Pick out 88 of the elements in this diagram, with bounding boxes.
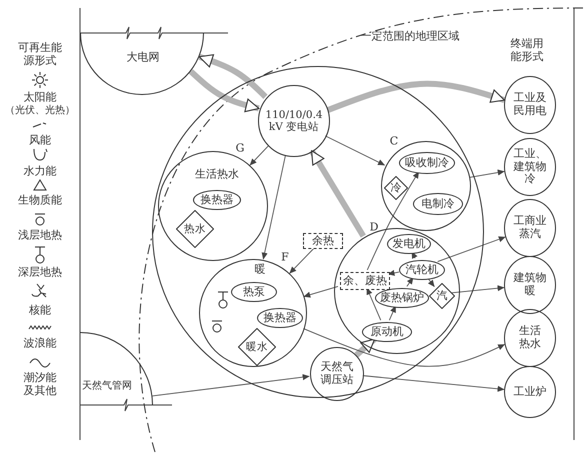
node-label: 发电机 [392, 238, 426, 250]
label-text: （光伏、光热） [5, 105, 75, 117]
electric-chiller-ellipse [413, 193, 463, 215]
label-text: 潮汐能及其他 [22, 370, 58, 398]
node-label: 生活热水 [518, 325, 542, 351]
energy-flow-arrow [354, 336, 377, 358]
node-label: 废热锅炉 [380, 292, 424, 304]
label-text: 波浪能 [24, 336, 56, 350]
end-use-circle [504, 138, 556, 196]
steam-turbine-ellipse [399, 260, 445, 280]
node-label: 工业、建筑物冷 [512, 148, 548, 186]
node-label: 热水 [184, 222, 206, 236]
cooling-diamond [384, 176, 408, 200]
label-text: 深层地热 [18, 265, 62, 279]
node-label: 天然气调压站 [320, 361, 354, 387]
node-label: 冷 [390, 182, 402, 194]
flow-arrow [388, 305, 396, 321]
label-text: 生物质能 [18, 193, 62, 207]
residual-heat-dashed-box [303, 233, 343, 249]
label-text: 终端用能形式 [510, 36, 544, 64]
node-label: 建筑物暖 [512, 272, 548, 298]
flow-arrow [289, 248, 315, 274]
node-label: 生活热水 [195, 168, 239, 182]
node-label: 汽轮机 [406, 264, 438, 276]
heat-exchanger-ellipse [257, 308, 303, 328]
node-label: D [370, 222, 378, 234]
substation-circle [258, 85, 330, 157]
heat-pump-ellipse [231, 282, 277, 302]
end-use-circle [504, 256, 556, 314]
energy-flow-arrow [198, 54, 268, 99]
node-label: 热泵 [243, 286, 265, 298]
node-label: 工商业蒸汽 [512, 215, 548, 241]
node-label: G [236, 142, 244, 156]
generator-ellipse [387, 234, 431, 254]
node-label: C [390, 136, 398, 148]
node-label: 天然气管网 [82, 380, 132, 392]
heat-exchanger-ellipse [193, 190, 241, 210]
end-use-circle [504, 199, 556, 257]
end-use-circle [504, 309, 556, 367]
node-label: 原动机 [370, 326, 404, 338]
label-text: 可再生能源形式 [17, 40, 63, 68]
flow-arrow [152, 374, 310, 396]
flow-arrow [366, 288, 382, 321]
label-text: 太阳能 [24, 90, 56, 104]
flow-arrow [362, 375, 505, 392]
node-label: 暖水 [246, 340, 268, 354]
steam-diamond [429, 283, 455, 309]
node-label: 暖 [254, 264, 266, 276]
end-use-circle [504, 76, 556, 134]
node-label: F [281, 252, 289, 264]
flow-arrow [411, 251, 418, 259]
energy-flow-arrow [188, 69, 260, 112]
absorption-chiller-ellipse [399, 152, 455, 174]
hot-water-diamond [176, 210, 214, 248]
flow-arrow [451, 285, 505, 294]
energy-flow-arrow [309, 149, 366, 238]
warm-water-diamond [238, 328, 276, 366]
end-use-circle [504, 366, 556, 418]
flow-arrow [262, 154, 286, 260]
label-text: 一定范围的地理区域 [360, 29, 460, 43]
node-label: 余热 [312, 234, 334, 248]
node-label: 余、废热 [343, 274, 387, 288]
node-label: 电制冷 [422, 198, 454, 210]
node-label: 换热器 [264, 312, 296, 324]
flow-arrow [437, 236, 506, 262]
flow-arrow [303, 286, 338, 298]
prime-mover-ellipse [362, 322, 412, 342]
label-text: 核能 [29, 303, 51, 317]
node-label: 换热器 [200, 194, 234, 206]
flow-arrow [366, 171, 420, 270]
node-label: 吸收制冷 [405, 156, 449, 170]
energy-flow-arrow [326, 80, 506, 113]
flow-arrow [324, 135, 386, 166]
region-circle [152, 66, 484, 398]
waste-heat-dashed-box [340, 272, 390, 290]
waste-heat-boiler-ellipse [375, 288, 429, 308]
gas-regulator-circle [310, 347, 364, 401]
label-text: 风能 [29, 133, 51, 147]
flow-arrow [468, 170, 505, 178]
label-text: 浅层地热 [18, 228, 62, 242]
node-label: 工业及民用电 [512, 92, 548, 118]
node-label: 110/10/0.4 kV 变电站 [264, 108, 324, 134]
label-text: 水力能 [24, 164, 56, 178]
node-label: 大电网 [126, 52, 160, 64]
flow-arrow [302, 328, 506, 367]
node-label: 汽 [436, 290, 448, 302]
node-label: 工业炉 [512, 386, 548, 398]
flow-arrow [250, 146, 269, 166]
